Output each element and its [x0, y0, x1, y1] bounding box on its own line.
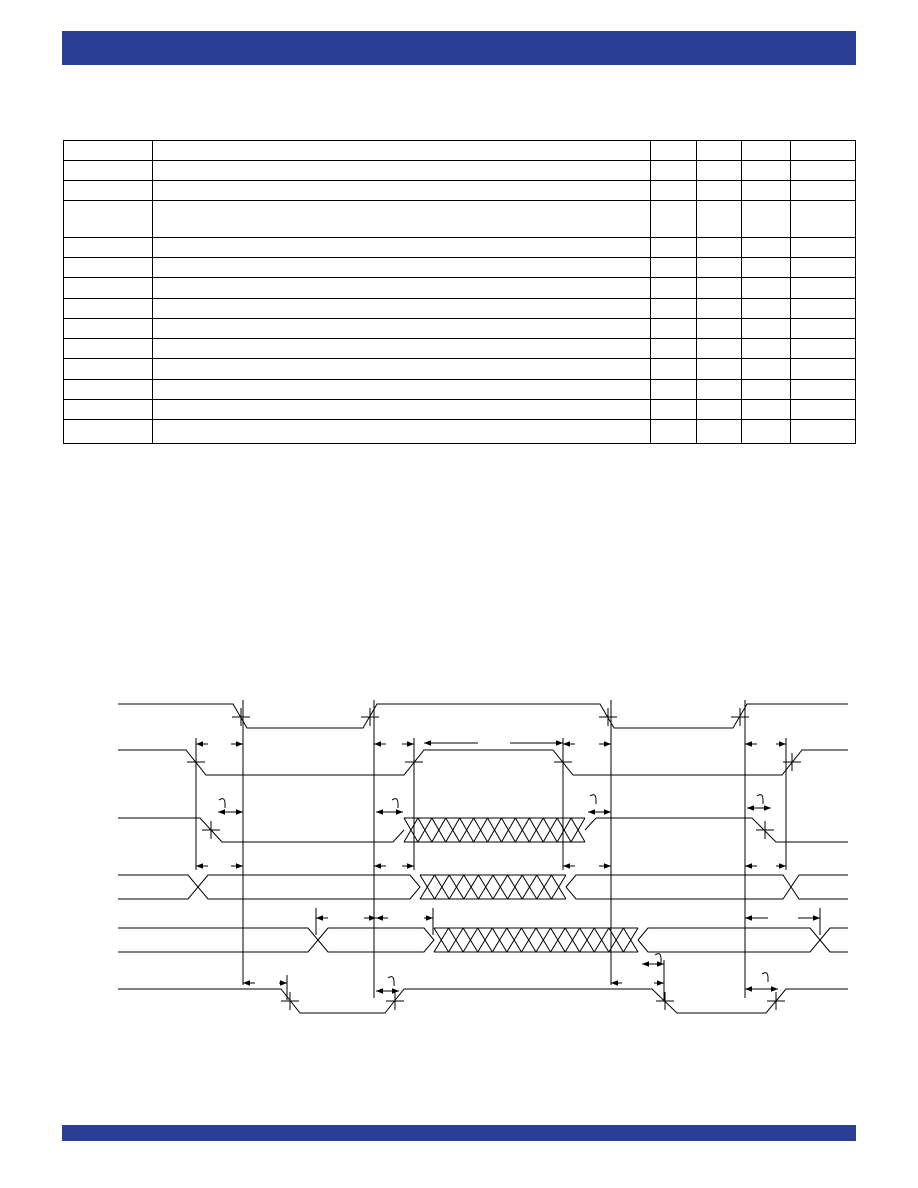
- data-cross: [473, 817, 488, 843]
- table-row: [63, 277, 856, 299]
- signal-5-waveform: [819, 939, 848, 953]
- signal-4-waveform: [197, 874, 421, 900]
- table-row: [63, 200, 856, 238]
- signal-1-waveform: [118, 703, 848, 729]
- data-cross: [564, 927, 581, 953]
- data-cross: [528, 817, 544, 843]
- table-row: [63, 180, 856, 201]
- data-cross: [403, 817, 419, 843]
- data-cross: [514, 817, 530, 843]
- table-row: [63, 338, 856, 359]
- data-cross: [542, 817, 558, 843]
- table-cell: [790, 200, 856, 238]
- table-cell: [152, 200, 651, 238]
- data-cross: [593, 927, 610, 953]
- data-cross: [492, 874, 509, 900]
- header-band: [62, 31, 856, 65]
- data-cross: [487, 817, 502, 843]
- hook-mark: [756, 794, 764, 804]
- table-cell: [790, 419, 856, 444]
- table-cell: [741, 419, 791, 444]
- parameter-table: [63, 140, 856, 444]
- data-cross: [501, 817, 516, 843]
- table-row: [63, 379, 856, 400]
- signal-4-waveform: [790, 886, 848, 900]
- signal-5-waveform: [317, 927, 435, 953]
- table-cell: [63, 200, 153, 238]
- signal-3-waveform: [584, 817, 848, 843]
- signal-6-waveform: [118, 988, 848, 1014]
- signal-4-waveform: [790, 874, 848, 888]
- data-cross: [477, 927, 493, 953]
- table-row: [63, 160, 856, 181]
- hook-mark: [589, 794, 597, 804]
- table-row: [63, 358, 856, 380]
- data-cross: [556, 817, 572, 843]
- data-cross: [417, 817, 433, 843]
- hook-mark: [761, 972, 769, 982]
- data-cross: [550, 927, 566, 953]
- table-row: [63, 237, 856, 258]
- table-cell: [741, 200, 791, 238]
- hook-mark: [654, 953, 662, 963]
- signal-5-waveform: [819, 927, 848, 941]
- data-cross: [535, 927, 551, 953]
- data-cross: [448, 927, 464, 953]
- table-row: [63, 399, 856, 420]
- signal-2-waveform: [118, 749, 848, 776]
- table-cell: [152, 419, 651, 444]
- data-cross: [536, 874, 552, 900]
- table-cell: [696, 419, 742, 444]
- table-row: [63, 419, 856, 444]
- signal-4-waveform: [565, 874, 792, 900]
- table-row: [63, 257, 856, 278]
- data-cross: [570, 817, 586, 843]
- data-cross: [419, 874, 436, 900]
- data-cross: [434, 874, 450, 900]
- footer-band: [62, 1125, 856, 1141]
- hook-mark: [391, 798, 399, 808]
- data-cross: [431, 817, 447, 843]
- data-cross: [550, 874, 567, 900]
- data-cross: [448, 874, 465, 900]
- data-cross: [433, 927, 449, 953]
- data-cross: [579, 927, 595, 953]
- data-cross: [507, 874, 523, 900]
- parameter-table-body: [63, 140, 856, 444]
- table-cell: [696, 200, 742, 238]
- data-cross: [623, 927, 639, 953]
- hook-mark: [387, 976, 395, 986]
- hook-mark: [218, 798, 226, 808]
- signal-3-waveform: [118, 817, 405, 843]
- data-cross: [459, 817, 475, 843]
- table-cell: [650, 419, 697, 444]
- signal-5-waveform: [637, 927, 821, 953]
- data-cross: [462, 927, 479, 953]
- data-cross: [491, 927, 508, 953]
- data-cross: [445, 817, 461, 843]
- data-cross: [521, 874, 538, 900]
- data-cross: [506, 927, 522, 953]
- table-row: [63, 140, 856, 161]
- data-cross: [477, 874, 494, 900]
- signal-5-waveform: [118, 927, 319, 953]
- table-cell: [63, 419, 153, 444]
- data-cross: [521, 927, 537, 953]
- data-cross: [463, 874, 479, 900]
- signal-4-waveform: [118, 874, 199, 900]
